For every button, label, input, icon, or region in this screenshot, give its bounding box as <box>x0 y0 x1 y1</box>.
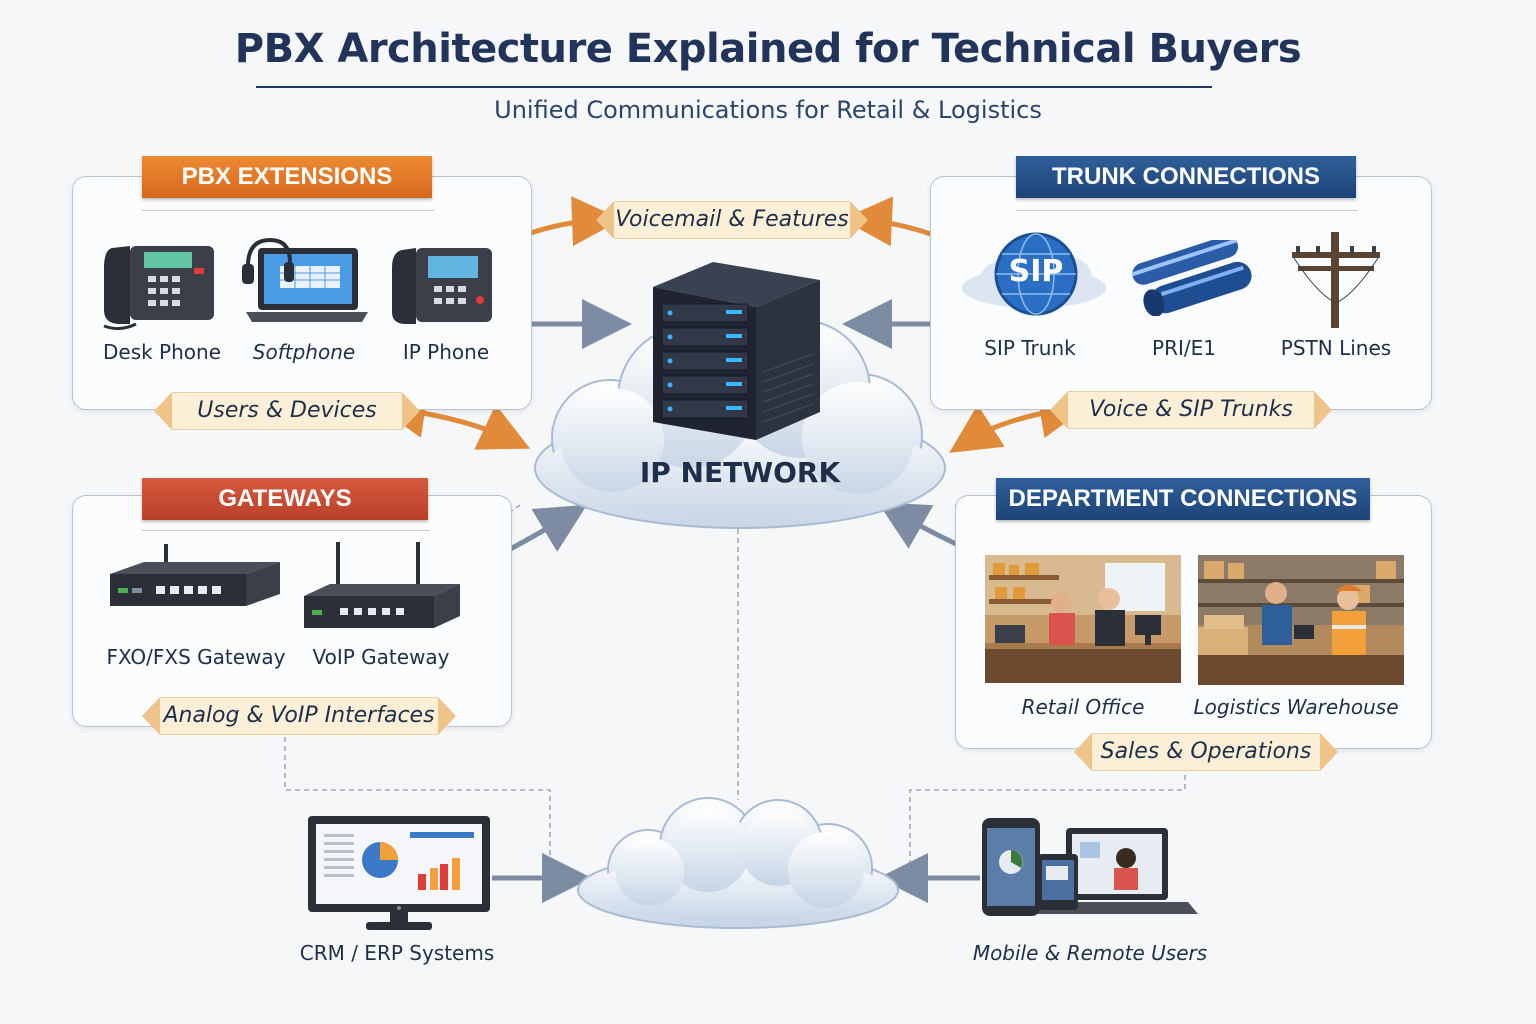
fxo-fxs-gateway-icon <box>110 544 280 606</box>
crm-erp-monitor-icon <box>308 816 490 930</box>
pri-e1-label: PRI/E1 <box>1152 336 1216 360</box>
retail-office-image <box>985 555 1181 683</box>
logistics-warehouse-image <box>1198 555 1404 685</box>
page-subtitle: Unified Communications for Retail & Logi… <box>494 96 1042 124</box>
voip-gateway-label: VoIP Gateway <box>312 645 450 669</box>
crm-erp-label: CRM / ERP Systems <box>299 941 495 965</box>
voip-gateway-icon <box>304 542 460 628</box>
desk-phone-label: Desk Phone <box>102 340 222 364</box>
retail-office-label: Retail Office <box>1021 695 1145 719</box>
banner-underline <box>142 530 430 531</box>
fxo-fxs-gateway-label: FXO/FXS Gateway <box>106 645 286 669</box>
sales-operations-ribbon: Sales & Operations <box>1074 733 1338 771</box>
banner-underline <box>142 210 434 211</box>
pbx-extensions-banner: PBX EXTENSIONS <box>142 156 432 198</box>
department-connections-banner: DEPARTMENT CONNECTIONS <box>996 478 1370 520</box>
gateways-banner: GATEWAYS <box>142 478 428 520</box>
logistics-warehouse-label: Logistics Warehouse <box>1193 695 1399 719</box>
mobile-remote-users-label: Mobile & Remote Users <box>972 941 1208 965</box>
ip-network-label: IP NETWORK <box>639 456 841 489</box>
pstn-pole-icon <box>1292 232 1380 328</box>
pstn-lines-label: PSTN Lines <box>1280 336 1392 360</box>
mobile-remote-devices-icon <box>982 818 1198 916</box>
pbx-server-icon <box>653 262 820 440</box>
sip-trunk-label: SIP Trunk <box>984 336 1076 360</box>
ip-phone-label: IP Phone <box>402 340 490 364</box>
bottom-cloud-icon <box>577 797 899 929</box>
users-devices-ribbon: Users & Devices <box>154 392 420 430</box>
pri-e1-cable-icon <box>1131 240 1252 316</box>
features-ribbon: Voicemail & Features <box>596 201 868 239</box>
page-title: PBX Architecture Explained for Technical… <box>234 26 1302 72</box>
softphone-icon <box>242 237 368 322</box>
trunk-connections-banner: TRUNK CONNECTIONS <box>1016 156 1356 198</box>
sip-cloud-icon <box>962 232 1106 316</box>
analog-voip-ribbon: Analog & VoIP Interfaces <box>142 697 456 735</box>
softphone-label: Softphone <box>252 340 356 364</box>
ip-phone-icon <box>392 248 492 324</box>
voice-sip-trunks-ribbon: Voice & SIP Trunks <box>1050 391 1332 429</box>
sip-badge-text: SIP <box>1008 254 1064 289</box>
title-underline <box>256 86 1212 88</box>
banner-underline <box>1016 210 1358 211</box>
desk-phone-icon <box>103 246 214 330</box>
